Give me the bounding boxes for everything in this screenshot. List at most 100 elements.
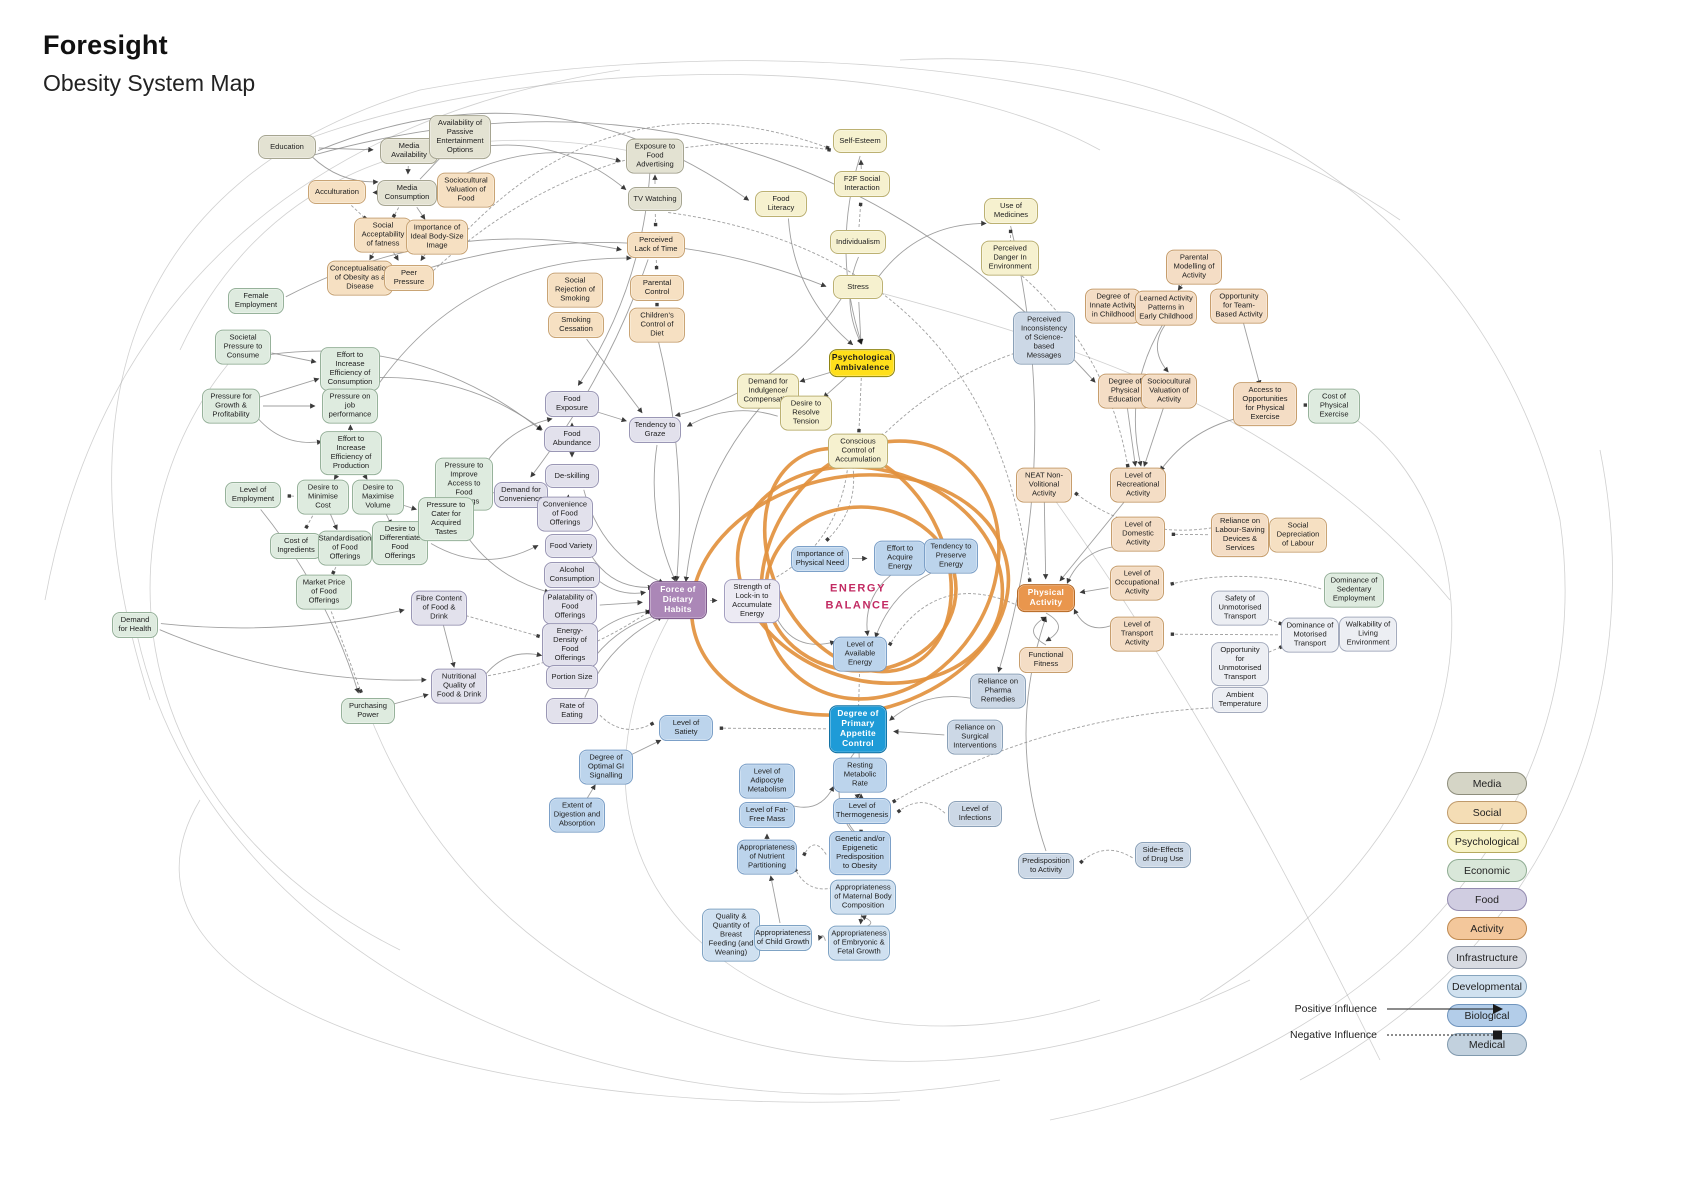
negative-influence-row: Negative Influence xyxy=(1290,1022,1505,1048)
node-parental-control: Parental Control xyxy=(630,275,684,301)
node-market-price-food: Market Price of Food Offerings xyxy=(296,574,352,610)
node-pressure-job-performance: Pressure on job performance xyxy=(322,388,378,424)
node-pressure-growth-profitability: Pressure for Growth & Profitability xyxy=(202,388,260,424)
node-childrens-control-diet: Children's Control of Diet xyxy=(629,307,685,343)
energy-balance-line1: ENERGY xyxy=(829,582,887,595)
node-strength-lock-in: Strength of Lock-in to Accumulate Energy xyxy=(724,579,780,623)
page-title: Foresight xyxy=(43,30,168,60)
node-convenience-food: Convenience of Food Offerings xyxy=(537,496,593,532)
node-innate-activity-childhood: Degree of Innate Activity in Childhood xyxy=(1085,288,1141,324)
energy-balance-label: ENERGY BALANCE xyxy=(826,581,891,614)
node-individualism: Individualism xyxy=(830,230,886,254)
node-demand-for-health: Demand for Health xyxy=(112,612,158,638)
node-smoking-cessation: Smoking Cessation xyxy=(548,312,604,338)
node-media-availability: Media Availability xyxy=(380,138,438,164)
node-exposure-food-advertising: Exposure to Food Advertising xyxy=(626,138,684,174)
node-nutrient-partitioning: Appropriateness of Nutrient Partitioning xyxy=(737,839,797,875)
node-social-depreciation-labour: Social Depreciation of Labour xyxy=(1269,517,1327,553)
node-social-acceptability-fatness: Social Acceptability of fatness xyxy=(354,217,412,253)
positive-influence-arrow-icon xyxy=(1386,1004,1503,1014)
node-level-recreational-activity: Level of Recreational Activity xyxy=(1110,467,1166,503)
node-maternal-body-composition: Appropriateness of Maternal Body Composi… xyxy=(830,879,896,915)
node-effort-efficiency-consumption: Effort to Increase Efficiency of Consump… xyxy=(320,347,380,391)
node-tendency-to-graze: Tendency to Graze xyxy=(629,417,681,443)
node-food-exposure: Food Exposure xyxy=(545,391,599,417)
node-reliance-labour-saving: Reliance on Labour-Saving Devices & Serv… xyxy=(1211,513,1269,557)
node-learned-activity-patterns: Learned Activity Patterns in Early Child… xyxy=(1135,290,1197,326)
node-embryonic-fetal-growth: Appropriateness of Embryonic & Fetal Gro… xyxy=(828,925,890,961)
node-level-infections: Level of Infections xyxy=(948,801,1002,827)
legend-item-media: Media xyxy=(1447,772,1527,795)
node-use-of-medicines: Use of Medicines xyxy=(984,198,1038,224)
node-functional-fitness: Functional Fitness xyxy=(1019,647,1073,673)
negative-influence-label: Negative Influence xyxy=(1290,1029,1377,1041)
node-societal-pressure-consume: Societal Pressure to Consume xyxy=(215,329,271,365)
node-ideal-body-size: Importance of Ideal Body-Size Image xyxy=(406,219,468,255)
node-thermogenesis: Level of Thermogenesis xyxy=(833,798,891,824)
title-block: Foresight Obesity System Map xyxy=(43,30,255,97)
node-predisposition-activity: Predisposition to Activity xyxy=(1018,853,1074,879)
node-acculturation: Acculturation xyxy=(308,180,366,204)
negative-influence-arrow-icon xyxy=(1386,1030,1502,1040)
node-level-transport-activity: Level of Transport Activity xyxy=(1110,616,1164,652)
legend-item-activity: Activity xyxy=(1447,917,1527,940)
node-breast-feeding: Quality & Quantity of Breast Feeding (an… xyxy=(702,908,760,962)
node-dominance-motorised: Dominance of Motorised Transport xyxy=(1281,617,1339,653)
node-sociocultural-valuation-food: Sociocultural Valuation of Food xyxy=(437,172,495,208)
node-perceived-lack-time: Perceived Lack of Time xyxy=(627,232,685,258)
node-cost-physical-exercise: Cost of Physical Exercise xyxy=(1308,388,1360,424)
page-subtitle: Obesity System Map xyxy=(43,70,256,96)
node-reliance-pharma: Reliance on Pharma Remedies xyxy=(970,673,1026,709)
node-desire-maximise-volume: Desire to Maximise Volume xyxy=(352,479,404,515)
node-alcohol-consumption: Alcohol Consumption xyxy=(544,562,600,588)
positive-influence-row: Positive Influence xyxy=(1290,996,1505,1022)
node-stress: Stress xyxy=(833,275,883,299)
node-female-employment: Female Employment xyxy=(228,288,284,314)
node-education: Education xyxy=(258,135,316,159)
node-effort-efficiency-production: Effort to Increase Efficiency of Product… xyxy=(320,431,382,475)
node-palatability-food: Palatability of Food Offerings xyxy=(543,589,597,625)
legend-item-medical: Medical xyxy=(1447,1033,1527,1056)
node-desire-minimise-cost: Desire to Minimise Cost xyxy=(297,479,349,515)
node-effort-acquire-energy: Effort to Acquire Energy xyxy=(874,540,926,576)
node-psychological-ambivalence: Psychological Ambivalence xyxy=(829,349,895,377)
node-adipocyte-metabolism: Level of Adipocyte Metabolism xyxy=(739,763,795,799)
node-genetic-predisposition: Genetic and/or Epigenetic Predisposition… xyxy=(829,831,891,875)
node-safety-unmotorised: Safety of Unmotorised Transport xyxy=(1211,590,1269,626)
node-resting-metabolic-rate: Resting Metabolic Rate xyxy=(833,757,887,793)
node-pressure-cater-tastes: Pressure to Cater for Acquired Tastes xyxy=(418,497,474,541)
legend-item-food: Food xyxy=(1447,888,1527,911)
legend-item-infrastructure: Infrastructure xyxy=(1447,946,1527,969)
node-standardisation-food: Standardisation of Food Offerings xyxy=(318,530,372,566)
node-perceived-danger-environment: Perceived Danger In Environment xyxy=(981,240,1039,276)
node-dominance-sedentary-employment: Dominance of Sedentary Employment xyxy=(1324,572,1384,608)
node-desire-resolve-tension: Desire to Resolve Tension xyxy=(780,395,832,431)
node-walkability: Walkability of Living Environment xyxy=(1339,616,1397,652)
node-perceived-inconsistency: Perceived Inconsistency of Science-based… xyxy=(1013,311,1075,365)
node-cost-ingredients: Cost of Ingredients xyxy=(270,533,322,559)
positive-influence-label: Positive Influence xyxy=(1294,1003,1377,1015)
node-media-consumption: Media Consumption xyxy=(377,180,437,206)
node-extent-digestion: Extent of Digestion and Absorption xyxy=(549,797,605,833)
node-food-literacy: Food Literacy xyxy=(755,191,807,217)
node-level-available-energy: Level of Available Energy xyxy=(833,636,887,672)
node-conceptualisation-obesity: Conceptualisation of Obesity as a Diseas… xyxy=(327,260,393,296)
node-child-growth: Appropriateness of Child Growth xyxy=(754,925,812,951)
node-team-based-activity: Opportunity for Team-Based Activity xyxy=(1210,288,1268,324)
node-self-esteem: Self-Esteem xyxy=(833,129,887,153)
node-parental-modelling: Parental Modelling of Activity xyxy=(1166,249,1222,285)
node-conscious-control-accumulation: Conscious Control of Accumulation xyxy=(828,433,888,469)
node-level-occupational-activity: Level of Occupational Activity xyxy=(1110,565,1164,601)
node-peer-pressure: Peer Pressure xyxy=(384,265,434,291)
node-physical-activity: Physical Activity xyxy=(1017,584,1075,612)
legend-item-developmental: Developmental xyxy=(1447,975,1527,998)
node-side-effects-drug: Side-Effects of Drug Use xyxy=(1135,842,1191,868)
node-portion-size: Portion Size xyxy=(546,665,598,689)
node-passive-entertainment: Availability of Passive Entertainment Op… xyxy=(429,115,491,159)
node-ambient-temperature: Ambient Temperature xyxy=(1212,687,1268,713)
node-purchasing-power: Purchasing Power xyxy=(341,698,395,724)
node-fibre-content: Fibre Content of Food & Drink xyxy=(411,590,467,626)
node-degree-gi-signalling: Degree of Optimal GI Signalling xyxy=(579,749,633,785)
